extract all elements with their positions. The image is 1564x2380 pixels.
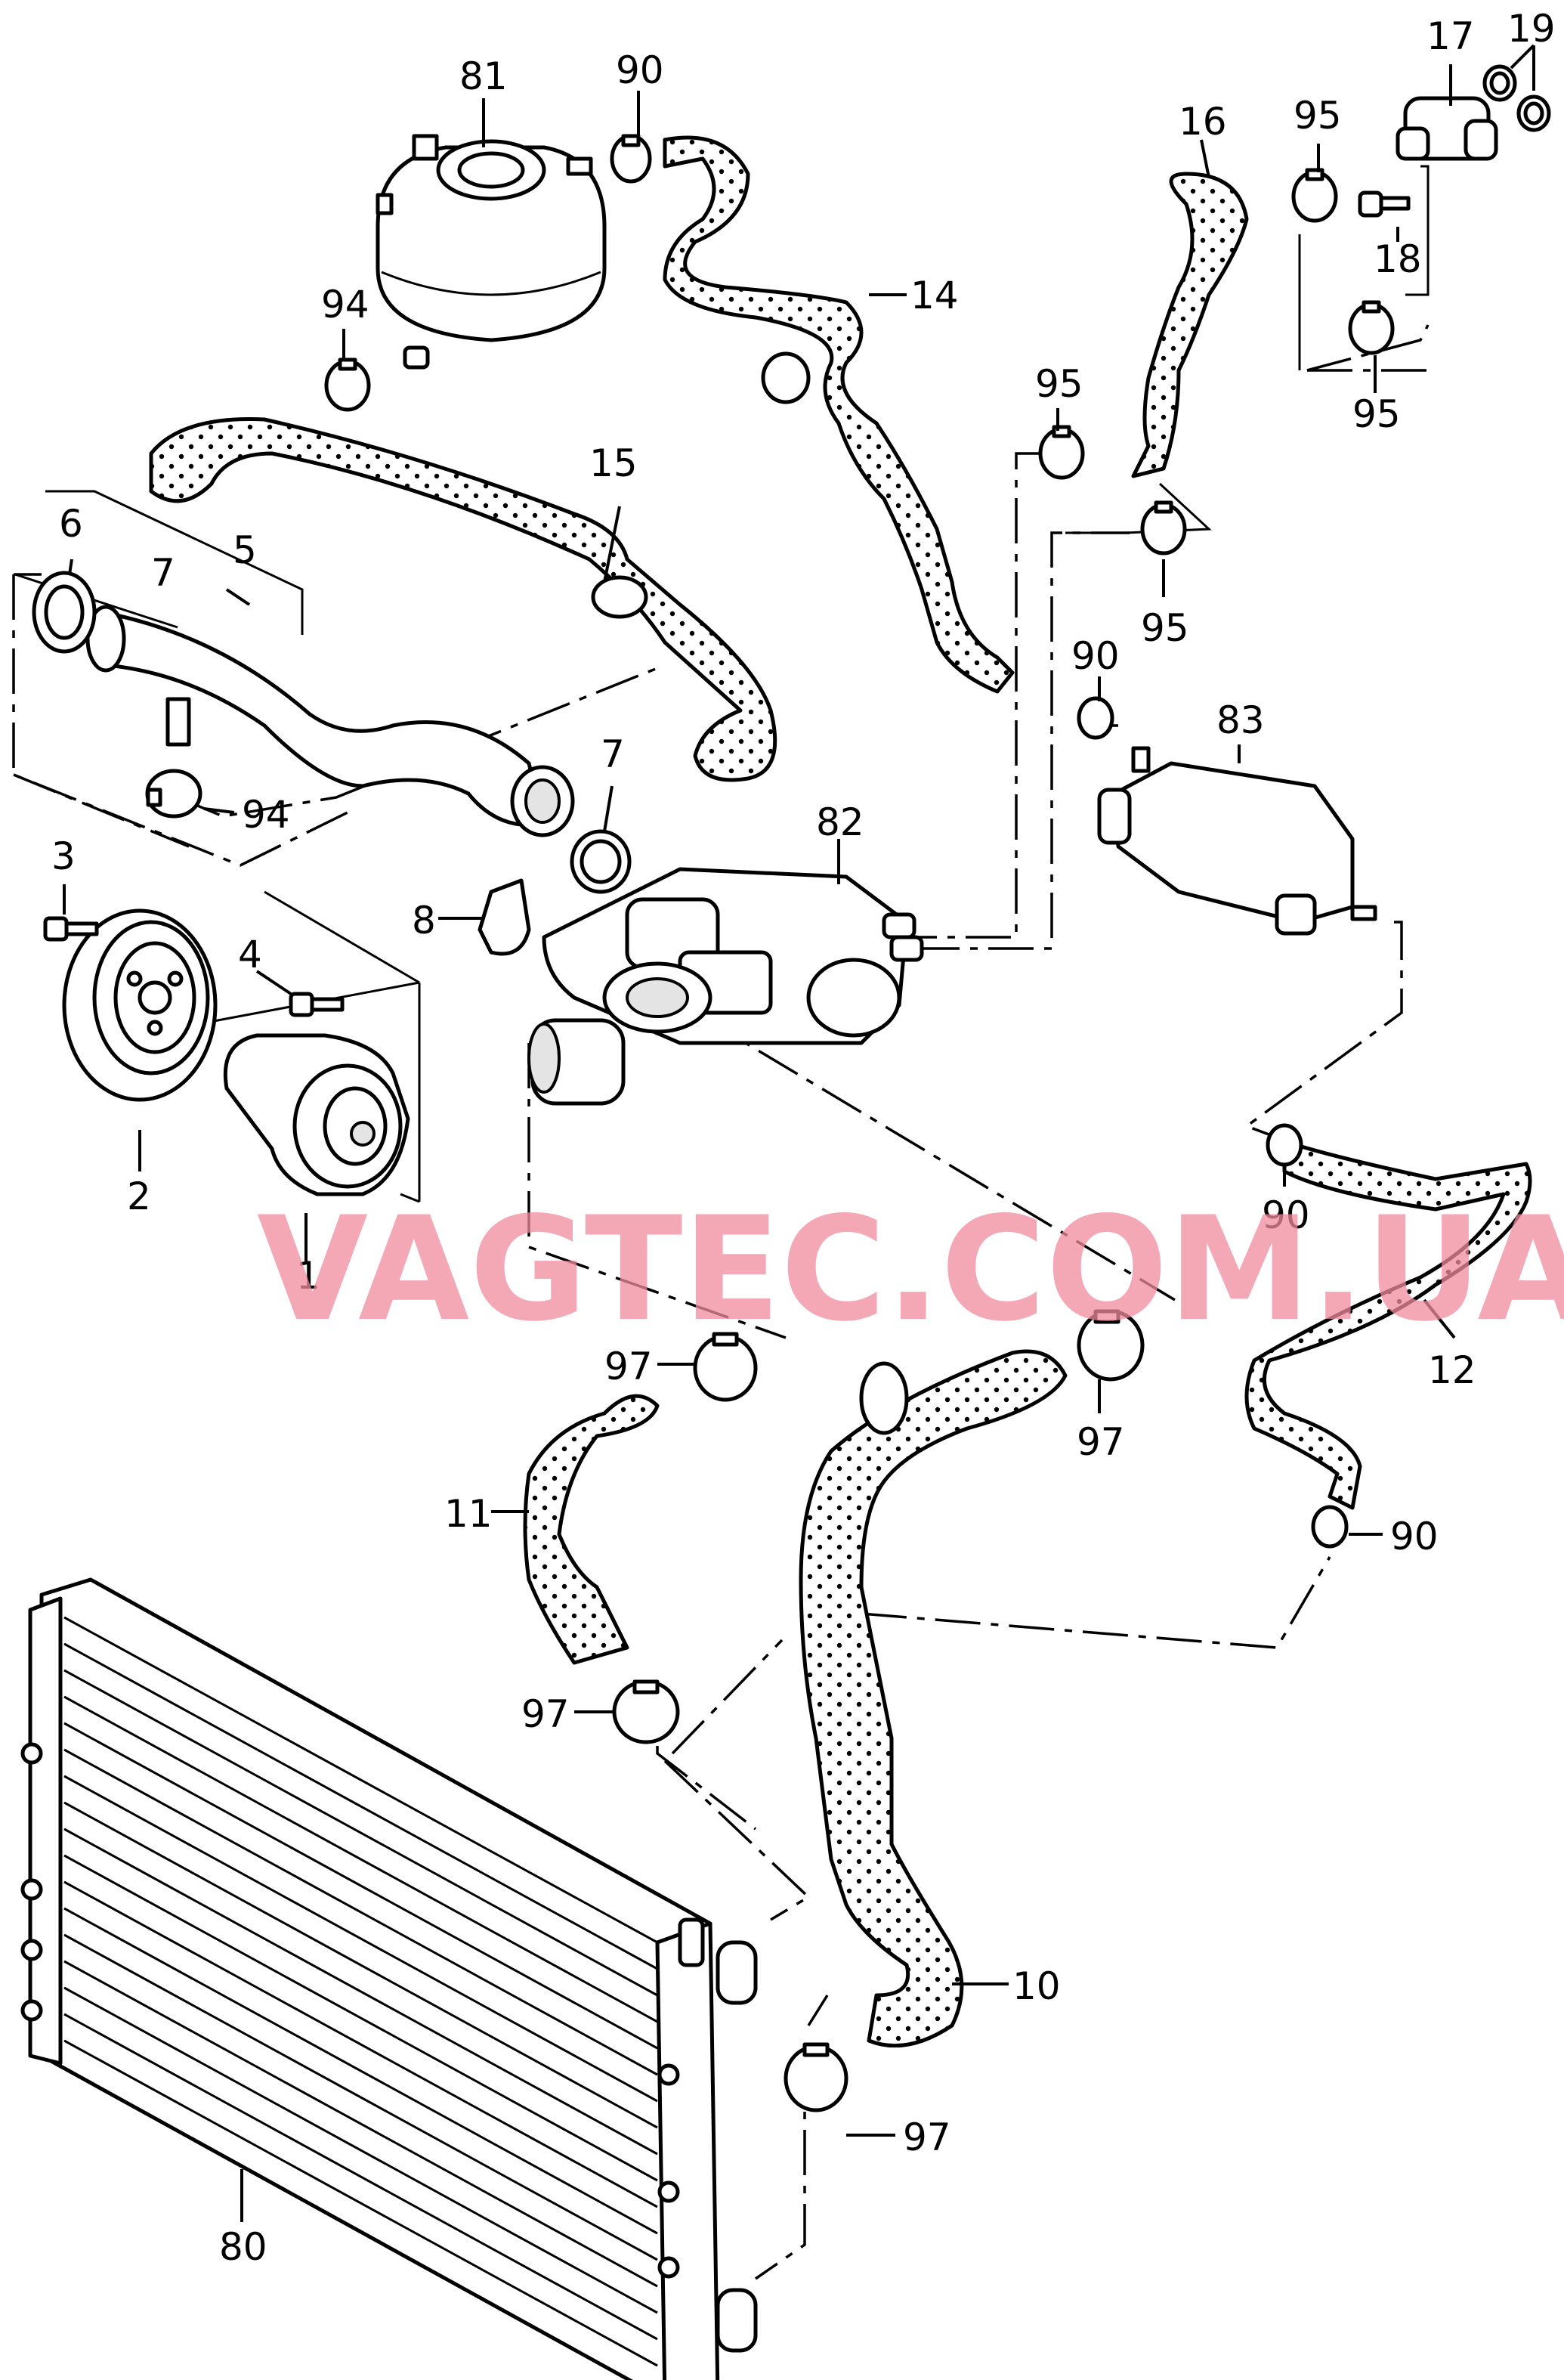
callout-11: 11: [444, 1492, 493, 1536]
clamp-95-b: [1348, 300, 1395, 355]
bolts: [43, 190, 1411, 1017]
callout-95-c: 95: [1035, 362, 1083, 406]
callout-90-top: 90: [616, 48, 664, 92]
callout-95-b: 95: [1352, 392, 1401, 436]
retaining-clip: [478, 878, 531, 956]
clamp-95-a: [1291, 168, 1338, 223]
clamp-90-bottom: [1311, 1505, 1349, 1549]
callout-15: 15: [589, 441, 638, 485]
clamp-97-a: [693, 1332, 758, 1402]
callout-labels: 81 90 14 16 95 17 19 18 95 95 95 94 15 6…: [51, 7, 1556, 2269]
coolant-bracket: [1097, 746, 1377, 936]
callout-80: 80: [219, 2225, 267, 2269]
dash-dot-lines: [12, 324, 1430, 2280]
callout-82: 82: [816, 800, 864, 844]
callout-18: 18: [1374, 237, 1422, 281]
clamp-15-mid: [591, 575, 648, 619]
clamp-94-bottom: [145, 769, 202, 819]
callout-95-d: 95: [1141, 606, 1189, 650]
hoses: [149, 135, 1532, 2048]
clamp-95-c: [1038, 425, 1085, 480]
callout-16: 16: [1179, 100, 1227, 144]
o-rings: [1482, 64, 1551, 132]
hose-clamps: [145, 134, 1395, 2112]
clamp-14: [761, 351, 811, 404]
callout-17: 17: [1426, 14, 1475, 58]
thermostat-housing: [527, 867, 924, 1106]
callout-5: 5: [233, 528, 257, 572]
leader-lines: [63, 44, 1535, 2222]
callout-97-c: 97: [521, 1692, 570, 1736]
clamp-94-top: [324, 357, 371, 412]
callout-19: 19: [1507, 7, 1556, 51]
clamp-10-top: [859, 1361, 909, 1435]
callout-95-a: 95: [1294, 94, 1342, 138]
callout-7-right: 7: [601, 732, 625, 776]
expansion-tank: [376, 134, 607, 370]
gaskets: [570, 829, 632, 894]
clamp-97-d: [784, 2042, 848, 2112]
callout-83: 83: [1216, 698, 1265, 742]
callout-12: 12: [1428, 1348, 1476, 1392]
radiator: [20, 1577, 758, 2380]
callout-90-bottom: 90: [1390, 1515, 1439, 1558]
callout-4: 4: [238, 933, 262, 976]
callout-90-mid: 90: [1071, 634, 1120, 678]
callout-1: 1: [296, 1254, 320, 1298]
connector-piece: [1396, 96, 1498, 161]
callout-94-top: 94: [321, 283, 369, 327]
clamp-95-d: [1140, 500, 1187, 556]
clamp-97-b: [1077, 1309, 1145, 1382]
clamp-97-c: [612, 1679, 680, 1744]
coolant-pipe: [85, 605, 575, 837]
callout-6: 6: [59, 502, 83, 546]
callout-2: 2: [127, 1175, 151, 1218]
callout-8: 8: [412, 899, 436, 942]
callout-10: 10: [1012, 1964, 1061, 2008]
callout-81: 81: [459, 54, 508, 98]
pulley: [62, 908, 218, 1102]
callout-97-a: 97: [604, 1345, 653, 1388]
watermark-text: VAGTEC.COM.UA: [257, 1186, 1564, 1353]
clamp-90-top: [610, 134, 652, 184]
clamp-90-mid: [1077, 696, 1114, 740]
callout-14: 14: [910, 274, 959, 317]
water-pump: [223, 1033, 410, 1196]
callout-90-right: 90: [1262, 1193, 1310, 1237]
callout-3: 3: [51, 834, 76, 878]
radiator-fins: [63, 1616, 658, 2367]
clamp-90-right: [1266, 1123, 1303, 1167]
callout-7-left: 7: [151, 551, 175, 595]
callout-94-bottom: 94: [242, 793, 290, 837]
callout-97-d: 97: [903, 2115, 951, 2159]
seal-ring: [32, 571, 97, 654]
callout-97-b: 97: [1077, 1420, 1125, 1464]
